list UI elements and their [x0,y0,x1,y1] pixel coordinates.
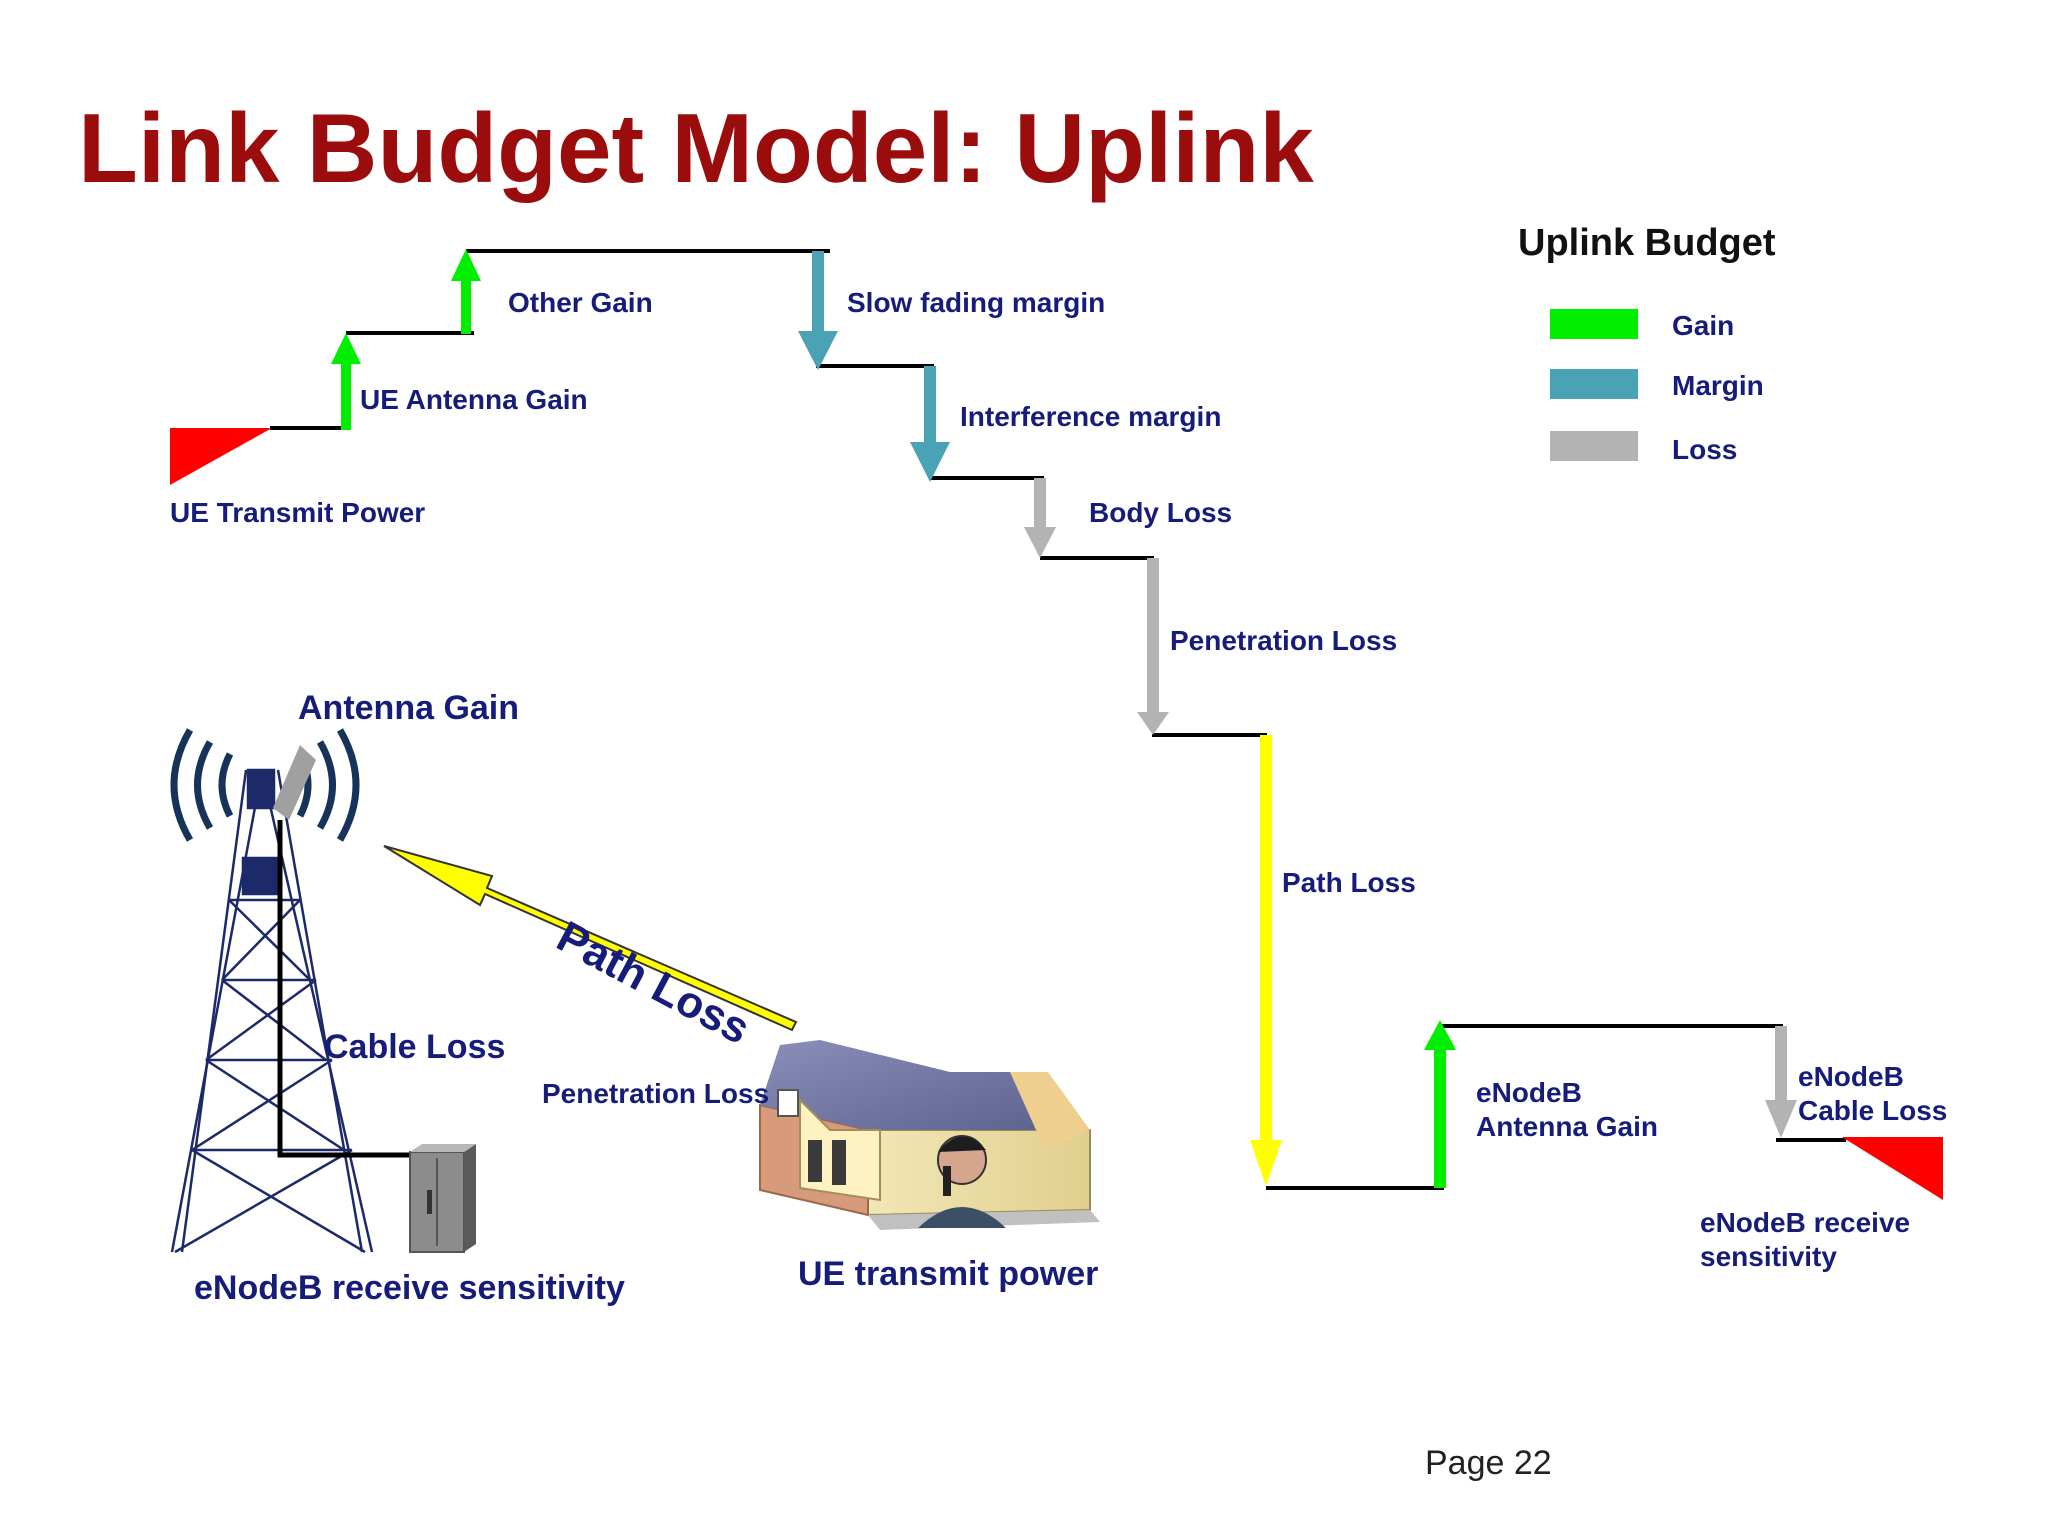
staircase [170,249,1943,1200]
antenna-cable [277,820,410,1158]
house-penetration-loss-label: Penetration Loss [542,1078,770,1109]
enodeb-cabinet-icon [409,1144,476,1253]
enodeb-cable-loss-arrow [1765,1026,1797,1138]
other-gain-arrow [451,249,481,334]
budget-level-lines [270,249,1846,1190]
enodeb-antenna-gain-label-line1: eNodeB [1476,1077,1582,1108]
slow-fading-margin-label: Slow fading margin [847,287,1106,318]
enodeb-tower [170,768,374,1254]
cable-loss-label: Cable Loss [324,1028,506,1066]
body-loss-label: Body Loss [1089,497,1233,528]
interference-margin-label: Interference margin [960,401,1222,432]
enodeb-receive-sensitivity-caption: eNodeB receive sensitivity [194,1269,625,1307]
enodeb-antenna-gain-arrow [1424,1020,1456,1188]
enodeb-antenna-gain-label-line2: Antenna Gain [1476,1111,1659,1142]
enodeb-cable-loss-label-line2: Cable Loss [1798,1095,1948,1126]
antenna-gain-label: Antenna Gain [298,689,520,727]
path-loss-arrow [1250,735,1282,1186]
legend-label-loss: Loss [1672,434,1738,465]
legend-title: Uplink Budget [1518,222,1776,264]
legend-label-gain: Gain [1672,310,1735,341]
penetration-loss-label: Penetration Loss [1170,625,1398,656]
ue-transmit-power-caption: UE transmit power [798,1255,1099,1293]
legend-label-margin: Margin [1672,370,1764,401]
antenna-panel-icon [273,745,316,820]
legend-swatch-gain [1550,309,1638,339]
legend-swatch-margin [1550,369,1638,399]
ue-transmit-power-label: UE Transmit Power [170,497,426,528]
enodeb-receive-sensitivity-label-line1: eNodeB receive [1700,1207,1911,1238]
interference-margin-arrow [910,366,950,482]
ue-transmit-power-wedge [170,428,272,485]
penetration-loss-arrow [1137,558,1169,735]
other-gain-label: Other Gain [508,287,653,318]
page-title: Link Budget Model: Uplink [78,93,1314,203]
ue-antenna-gain-label: UE Antenna Gain [360,384,588,415]
body-loss-arrow [1024,478,1056,558]
house-icon [759,1040,1100,1230]
path-loss-label: Path Loss [1282,867,1416,898]
enodeb-cable-loss-label-line1: eNodeB [1798,1061,1904,1092]
legend-swatch-loss [1550,431,1638,461]
ue-antenna-gain-arrow [331,333,361,430]
enodeb-receive-sensitivity-label-line2: sensitivity [1700,1241,1837,1272]
enodeb-receive-sensitivity-wedge [1842,1137,1943,1200]
slow-fading-margin-arrow [798,251,838,370]
page-number: Page 22 [1425,1444,1552,1482]
radio-waves-icon [170,728,360,842]
path-loss-diagonal-arrow [383,845,798,1032]
